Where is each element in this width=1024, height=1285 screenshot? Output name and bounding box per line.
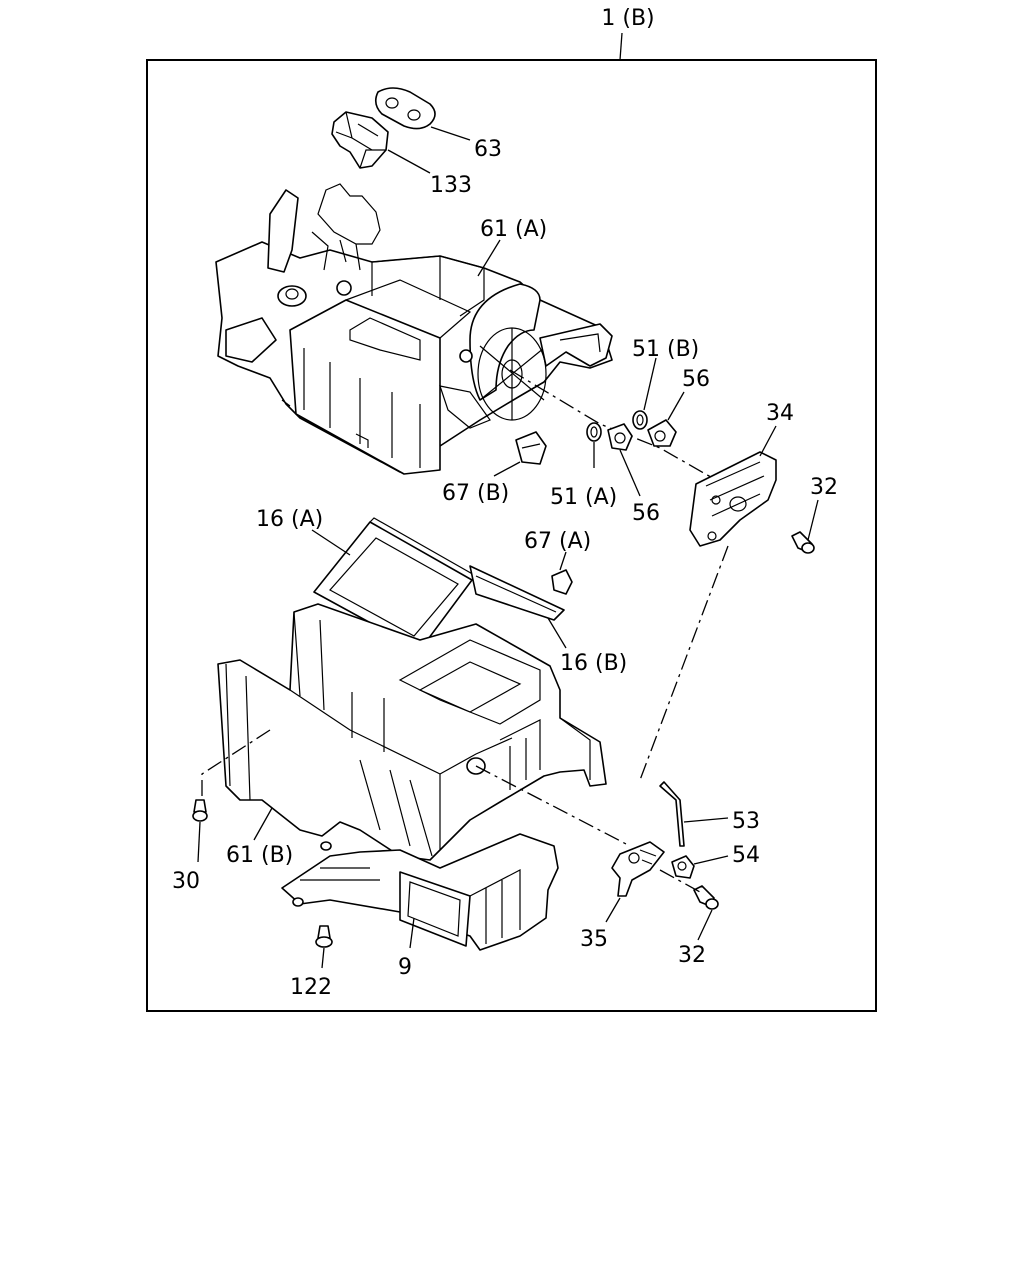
part-53-rod[interactable] [659, 781, 685, 847]
diagram-frame [146, 59, 877, 1012]
callout-51a: 51 (A) [550, 485, 617, 510]
part-63-gasket[interactable] [374, 87, 436, 130]
callout-54: 54 [732, 843, 760, 868]
part-61a-upper-case[interactable] [215, 183, 613, 475]
part-51a-ring[interactable] [586, 422, 602, 442]
part-34-lever-plate[interactable] [689, 451, 777, 547]
callout-61b: 61 (B) [226, 843, 293, 868]
part-32-screw-bottom[interactable] [693, 885, 719, 910]
callout-32-bottom: 32 [678, 943, 706, 968]
callout-30: 30 [172, 869, 200, 894]
part-54-clip[interactable] [671, 855, 695, 879]
part-32-screw-top[interactable] [791, 531, 815, 554]
callout-16b: 16 (B) [560, 651, 627, 676]
part-133-bracket[interactable] [331, 111, 389, 169]
part-67a-clip[interactable] [551, 569, 573, 595]
part-30-screw[interactable] [192, 799, 208, 822]
callout-51b: 51 (B) [632, 337, 699, 362]
part-56-link-top[interactable] [647, 419, 677, 447]
callout-32-top: 32 [810, 475, 838, 500]
callout-63: 63 [474, 137, 502, 162]
part-56-link-bottom[interactable] [607, 423, 633, 451]
callout-9: 9 [398, 955, 412, 980]
assembly-label: 1 (B) [601, 6, 654, 31]
callout-133: 133 [430, 173, 472, 198]
callout-61a: 61 (A) [480, 217, 547, 242]
callout-56-top: 56 [682, 367, 710, 392]
callout-16a: 16 (A) [256, 507, 323, 532]
callout-34: 34 [766, 401, 794, 426]
part-67b-clip[interactable] [515, 431, 547, 465]
part-9-duct[interactable] [281, 833, 559, 951]
assembly-leader [619, 32, 623, 61]
callout-35: 35 [580, 927, 608, 952]
callout-67b: 67 (B) [442, 481, 509, 506]
callout-122: 122 [290, 975, 332, 1000]
callout-67a: 67 (A) [524, 529, 591, 554]
part-122-screw[interactable] [315, 925, 333, 948]
part-16b-strip[interactable] [469, 565, 565, 621]
part-51b-ring[interactable] [632, 410, 648, 430]
callout-56-bottom: 56 [632, 501, 660, 526]
callout-53: 53 [732, 809, 760, 834]
part-35-lever[interactable] [611, 841, 665, 897]
part-61b-lower-case[interactable] [217, 603, 607, 861]
